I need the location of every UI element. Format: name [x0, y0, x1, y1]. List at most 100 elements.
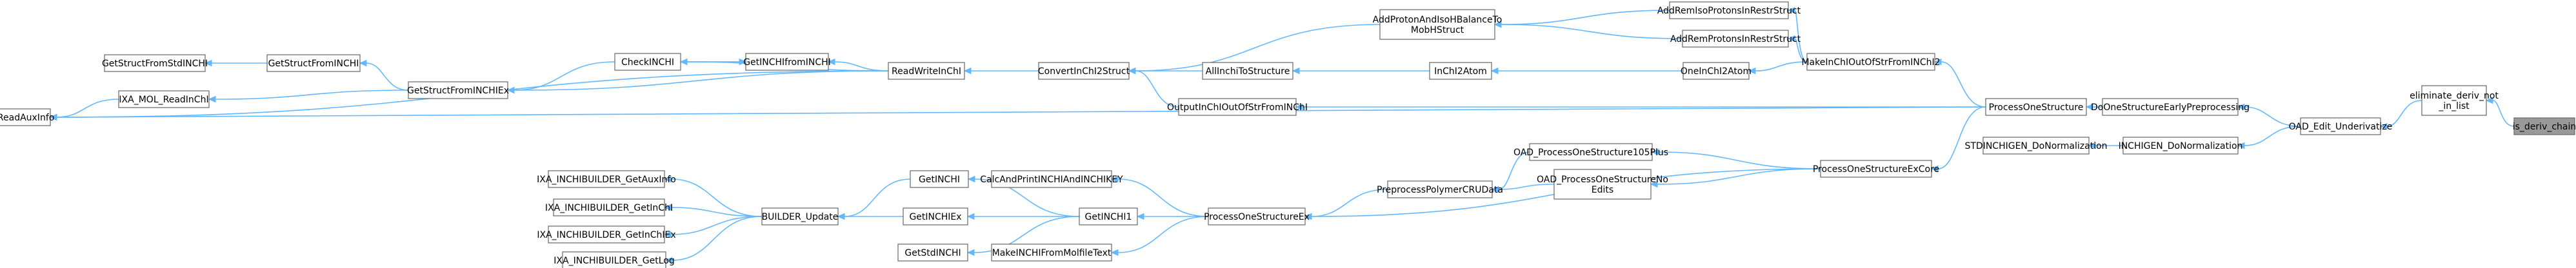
node-box [1387, 180, 1493, 198]
edge-GetStdINCHI-GetINCHI1 [966, 216, 1080, 256]
edge-arrowhead [49, 113, 57, 121]
node-box [1806, 53, 1935, 71]
node-IXA_INCHIBUILDER_GetInChIEx[interactable]: IXA_INCHIBUILDER_GetInChIEx [537, 225, 676, 244]
node-MakeINCHIFromMolfileText[interactable]: MakeINCHIFromMolfileText [991, 244, 1112, 262]
node-DoOneStructureEarlyPreprocessing[interactable]: DoOneStructureEarlyPreprocessing [2091, 98, 2250, 116]
node-box [1982, 137, 2090, 155]
node-label: GetStructFromINCHIEx [407, 86, 509, 96]
edge-arrowhead [663, 231, 672, 238]
edge-arrowhead [2085, 103, 2093, 111]
edge-line [1658, 151, 1821, 169]
edge-arrowhead [1787, 35, 1795, 43]
node-label: GetStructFromINCHI [268, 59, 359, 69]
node-GetStructFromINCHI[interactable]: GetStructFromINCHI [266, 54, 361, 72]
node-GetStructFromStdINCHI[interactable]: GetStructFromStdINCHI [102, 54, 208, 72]
node-box [614, 53, 681, 71]
node-BUILDER_Update[interactable]: BUILDER_Update [761, 207, 839, 225]
node-label: GetINCHI [919, 175, 960, 185]
node-label: AddProtonAndIsoHBalanceTo [1373, 15, 1503, 25]
node-InChI2Atom[interactable]: InChI2Atom [1429, 62, 1492, 80]
node-label: ReadWriteInChI [892, 66, 961, 77]
node-box [1553, 169, 1652, 200]
edge-arrowhead [2379, 122, 2388, 130]
edge-arrowhead [1110, 249, 1119, 256]
node-label: INCHIGEN_DoNormalization [2119, 141, 2243, 151]
node-box [910, 170, 969, 188]
node-ConvertInChI2Struct[interactable]: ConvertInChI2Struct [1038, 62, 1130, 80]
node-box [761, 207, 839, 225]
node-GetINCHIfromINCHI[interactable]: GetINCHIfromINCHI [743, 53, 831, 71]
node-box [2122, 137, 2239, 155]
node-box [408, 81, 508, 99]
node-IXA_MOL_ReadInChI[interactable]: IXA_MOL_ReadInChI [118, 90, 210, 108]
edge-AllInchiToStructure-InChI2Atom [1292, 67, 1430, 75]
node-box [1178, 98, 1297, 116]
edge-line [1501, 10, 1670, 25]
edge-line [56, 99, 119, 118]
edge-arrowhead [1304, 213, 1312, 220]
edge-line [2492, 100, 2515, 127]
node-GetINCHIEx[interactable]: GetINCHIEx [903, 207, 968, 225]
node-CalcAndPrintINCHIAndINCHIKEY[interactable]: CalcAndPrintINCHIAndINCHIKEY [980, 170, 1123, 188]
edge-line [1794, 10, 1808, 62]
node-label: AddRemProtonsInRestrStruct [1670, 34, 1801, 44]
node-OAD_ProcessOneStructure105Plus[interactable]: OAD_ProcessOneStructure105Plus [1513, 143, 1668, 161]
edge-DoOneStructureEarlyPreprocessing-OAD_Edit_Underivatize [2237, 103, 2301, 127]
edge-line [2244, 126, 2301, 146]
node-box [2102, 98, 2239, 116]
node-GetINCHI1[interactable]: GetINCHI1 [1079, 207, 1138, 225]
node-MakeInChIOutOfStrFromINChI2[interactable]: MakeInChIOutOfStrFromINChI2 [1801, 53, 1941, 71]
node-INCHIGEN_DoNormalization[interactable]: INCHIGEN_DoNormalization [2119, 137, 2243, 155]
node-box [1682, 62, 1750, 80]
node-IXA_INCHIBUILDER_GetAuxInfo[interactable]: IXA_INCHIBUILDER_GetAuxInfo [537, 170, 676, 188]
node-AllInchiToStructure[interactable]: AllInchiToStructure [1202, 62, 1293, 80]
node-box [548, 225, 665, 244]
node-OAD_Edit_Underivatize[interactable]: OAD_Edit_Underivatize [2289, 117, 2393, 135]
edge-arrowhead [679, 58, 688, 66]
node-STDINCHIGEN_DoNormalization[interactable]: STDINCHIGEN_DoNormalization [1964, 137, 2108, 155]
node-is_deriv_chain[interactable]: is_deriv_chain [2513, 117, 2576, 135]
edge-arrowhead [1650, 180, 1658, 188]
node-ReadWriteInChI[interactable]: ReadWriteInChI [888, 62, 965, 80]
node-GetINCHI[interactable]: GetINCHI [910, 170, 969, 188]
edge-line [1501, 24, 1683, 39]
edge-line [514, 61, 615, 91]
node-AddRemIsoProtonsInRestrStruct[interactable]: AddRemIsoProtonsInRestrStruct [1657, 1, 1801, 19]
edge-line [974, 178, 1080, 217]
node-eliminate_deriv_not_in_list[interactable]: eliminate_deriv_not_in_list [2410, 85, 2499, 116]
edge-OAD_Edit_Underivatize-eliminate_deriv_not_in_list [2379, 100, 2422, 130]
edge-line [2244, 106, 2301, 127]
edge-arrowhead [827, 58, 835, 66]
node-label: is_deriv_chain [2513, 122, 2576, 132]
node-label: InChI2Atom [1434, 66, 1487, 77]
edge-arrowhead [208, 95, 216, 103]
edge-MakeINCHIFromMolfileText-ProcessOneStructureEx [1110, 216, 1209, 256]
node-GetStdINCHI[interactable]: GetStdINCHI [897, 244, 968, 262]
node-AddRemProtonsInRestrStruct[interactable]: AddRemProtonsInRestrStruct [1670, 30, 1801, 48]
node-label: DoOneStructureEarlyPreprocessing [2091, 102, 2250, 113]
node-ProcessOneStructure[interactable]: ProcessOneStructure [1985, 98, 2087, 116]
edge-line [1311, 189, 1388, 217]
edge-arrowhead [1490, 67, 1499, 75]
edge-eliminate_deriv_not_in_list-is_deriv_chain [2485, 97, 2515, 127]
node-GetStructFromINCHIEx[interactable]: GetStructFromINCHIEx [407, 81, 509, 99]
node-OutputInChIOutOfStrFromINChI[interactable]: OutputInChIOutOfStrFromINChI [1167, 98, 1308, 116]
node-box [562, 251, 666, 268]
node-IXA_INCHIBUILDER_GetLog[interactable]: IXA_INCHIBUILDER_GetLog [554, 251, 675, 268]
node-CheckINCHI[interactable]: CheckINCHI [614, 53, 681, 71]
edge-GetStructFromStdINCHI-GetStructFromINCHI [204, 59, 267, 67]
node-label: AddRemIsoProtonsInRestrStruct [1657, 6, 1801, 16]
node-PreprocessPolymerCRUData[interactable]: PreprocessPolymerCRUData [1377, 180, 1503, 198]
node-IXA_INCHIBUILDER_GetInChI[interactable]: IXA_INCHIBUILDER_GetInChI [545, 198, 673, 216]
edge-InChI2Atom-OneInChI2Atom [1490, 67, 1683, 75]
edge-line [1135, 70, 1179, 108]
node-label: eliminate_deriv_not [2410, 91, 2499, 101]
node-label: IXA_MOL_ReadAuxInfo [0, 113, 54, 123]
node-IXA_MOL_ReadAuxInfo[interactable]: IXA_MOL_ReadAuxInfo [0, 108, 54, 126]
node-ProcessOneStructureExCore[interactable]: ProcessOneStructureExCore [1813, 160, 1939, 178]
node-ProcessOneStructureEx[interactable]: ProcessOneStructureEx [1204, 207, 1310, 225]
node-OneInChI2Atom[interactable]: OneInChI2Atom [1681, 62, 1752, 80]
